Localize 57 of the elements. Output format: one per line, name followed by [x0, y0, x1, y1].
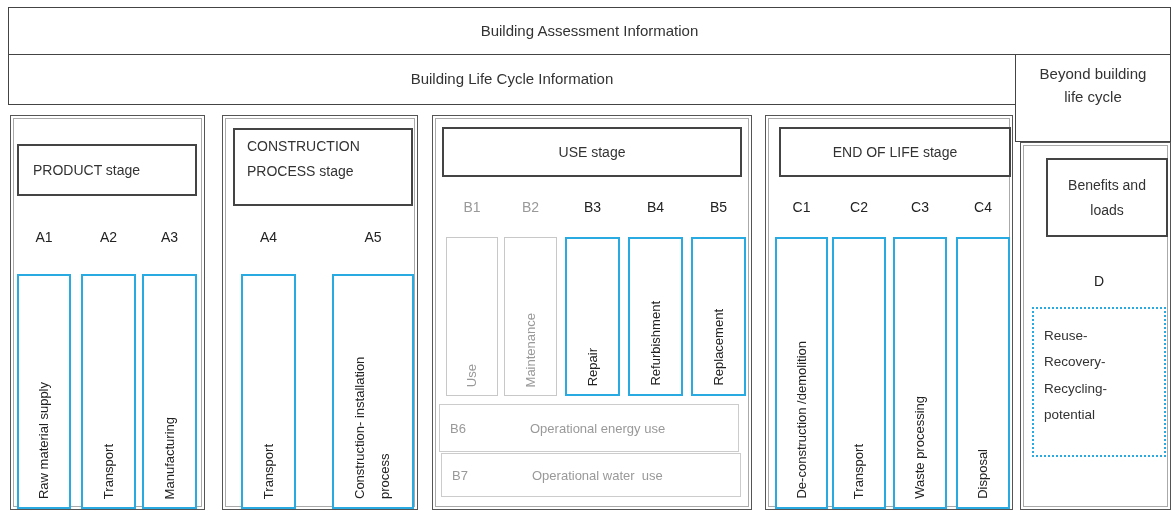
module-code: A1	[35, 229, 53, 245]
module-label: Transport	[849, 443, 867, 499]
module-label: De-construction /demolition	[792, 341, 810, 499]
stage-heading-box	[233, 128, 413, 206]
module-label: Repair	[583, 347, 601, 386]
module-code: B6	[449, 420, 467, 436]
header-band	[8, 7, 1171, 55]
stage-title: USE stage	[558, 142, 626, 162]
module-code: A5	[364, 229, 382, 245]
module-label: Manufacturing	[160, 416, 178, 499]
module-label: Transport	[259, 443, 277, 499]
module-code: B4	[646, 199, 665, 215]
module-label: Transport	[99, 443, 117, 499]
stage-heading-box	[779, 127, 1011, 177]
stage-title: END OF LIFE stage	[832, 142, 958, 162]
module-code: A3	[160, 229, 179, 245]
module-row-box	[439, 404, 739, 452]
module-label: Disposal	[973, 449, 991, 499]
module-code: A2	[99, 229, 118, 245]
stage-heading-box	[442, 127, 742, 177]
band-title: Beyond building life cycle	[1038, 64, 1148, 107]
header-band	[8, 54, 1016, 105]
module-label: Use	[462, 363, 480, 387]
stage-panel	[432, 115, 752, 510]
stage-panel	[765, 115, 1013, 510]
module-code: B2	[521, 199, 540, 215]
stage-title: Benefits and loads	[1067, 176, 1147, 220]
module-label: Raw material supply	[34, 381, 52, 499]
module-code: B1	[463, 199, 481, 215]
stage-panel	[222, 115, 418, 510]
module-label: Reuse- Recovery- Recycling- potential	[1044, 327, 1107, 424]
module-code: C3	[911, 199, 929, 215]
module-label: Operational energy use	[530, 420, 666, 436]
module-code: A4	[259, 229, 278, 245]
module-label: Replacement	[709, 309, 727, 386]
module-code: C2	[850, 199, 868, 215]
stage-heading-box	[17, 144, 197, 196]
module-code: C4	[974, 199, 992, 215]
stage-title: CONSTRUCTION PROCESS stage	[247, 137, 361, 181]
band-title: Building Assessment Information	[480, 20, 699, 41]
stage-title: PRODUCT stage	[33, 160, 141, 180]
band-title: Building Life Cycle Information	[410, 69, 614, 90]
module-row-box	[441, 453, 741, 497]
module-code: B3	[583, 199, 602, 215]
module-code: B5	[709, 199, 728, 215]
header-band	[1015, 54, 1171, 142]
stage-panel	[1020, 142, 1171, 510]
module-label: Operational water use	[532, 467, 663, 483]
module-label: Waste processing	[910, 396, 928, 499]
stage-heading-box	[1046, 158, 1168, 237]
module-code: C1	[792, 199, 811, 215]
module-code: B7	[451, 467, 469, 483]
module-code: D	[1093, 273, 1105, 289]
stage-panel	[10, 115, 205, 510]
module-label: Construction- installation process	[351, 355, 393, 499]
module-label: Refurbishment	[646, 301, 664, 386]
module-label: Maintenance	[521, 312, 539, 387]
